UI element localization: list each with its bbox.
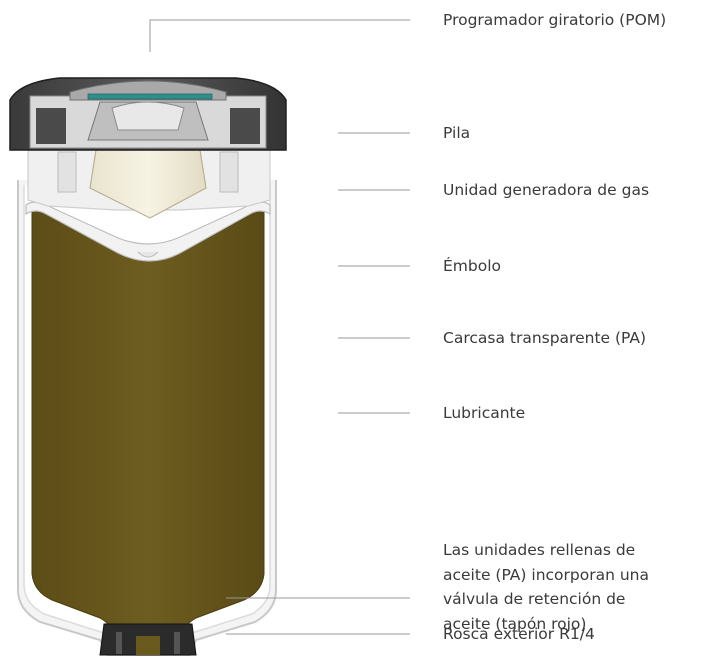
label-battery: Pila: [443, 124, 471, 142]
exterior-thread-fitting: [99, 623, 197, 656]
label-check-valve-line-1: Las unidades rellenas de: [443, 541, 636, 559]
label-gas-unit: Unidad generadora de gas: [443, 181, 650, 199]
lubricant-fill: [31, 209, 265, 656]
piston: [25, 201, 271, 262]
label-check-valve-line-2: aceite (PA) incorporan una: [443, 565, 649, 584]
label-thread: Rosca exterior R1/4: [443, 625, 595, 643]
label-check-valve: Las unidades rellenas de aceite (PA) inc…: [443, 538, 649, 636]
gas-generating-unit: [27, 149, 271, 219]
label-check-valve-line-4: aceite (tapón rojo): [443, 614, 587, 633]
leader-lines: [149, 19, 410, 635]
rotary-programmer-cap: [9, 77, 287, 151]
label-piston: Émbolo: [443, 257, 502, 275]
label-programmer: Programador giratorio (POM): [443, 11, 667, 29]
label-lubricant: Lubricante: [443, 404, 526, 422]
label-housing: Carcasa transparente (PA): [443, 329, 647, 347]
label-check-valve-line-3: válvula de retención de: [443, 590, 626, 608]
